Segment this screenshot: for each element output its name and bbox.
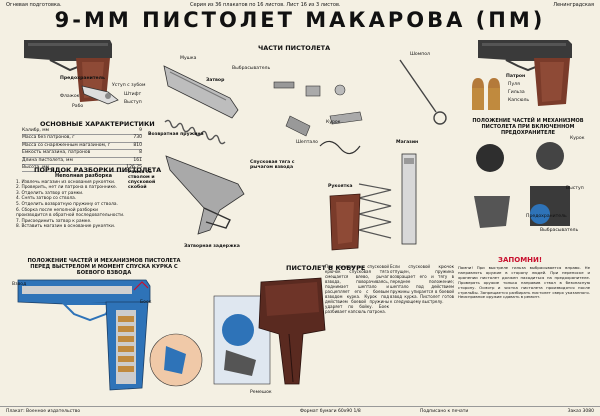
- holster-illustration: [258, 277, 326, 385]
- header-right: Ленинградская: [553, 2, 594, 8]
- footer-left: Плакат: Военное издательство: [6, 409, 81, 414]
- label-pulya: Пуля: [508, 82, 520, 87]
- disassembly-title: Неполная разборка: [54, 173, 113, 179]
- label-vzvod: Взвод: [12, 282, 27, 287]
- label-rabo: Рабо: [72, 104, 84, 109]
- section-action-fired: Положение частей и механизмов пистолета …: [27, 258, 181, 276]
- step: 2. Проверить, нет ли патрона в патронник…: [16, 185, 118, 191]
- step: 3. Отделить затвор от рамки.: [16, 190, 84, 196]
- label-mushka: Мушка: [180, 56, 197, 61]
- frame-part: [165, 155, 245, 235]
- header-left: Огневая подготовка.: [6, 2, 62, 8]
- cleaning-rod: [399, 59, 447, 125]
- label-predokhranitel-right: Предохранитель: [526, 214, 567, 219]
- section-characteristics: Основные характеристики: [40, 120, 155, 128]
- label-boek: Боек: [140, 300, 152, 305]
- text-column-2: Если спусковой крючок отпущен, пружина в…: [390, 264, 454, 304]
- step: 6. Сборка после неполной разборки: [16, 207, 98, 213]
- action-cutaway: [17, 279, 151, 391]
- magazine-spring: [358, 183, 392, 239]
- text-column-1: При наличии на спусковой крючок спускова…: [325, 264, 389, 314]
- label-shompol: Шомпол: [410, 52, 430, 57]
- recoil-spring: [164, 119, 226, 145]
- label-ustup: Уступ с зубом: [112, 83, 146, 88]
- label-kurok-right: Курок: [570, 136, 585, 141]
- label-vozvratnaya: Возвратная пружина: [148, 132, 204, 137]
- label-vystup-right: Выступ: [566, 186, 584, 191]
- attention-text: Помни! При выстреле гильза выбрасывается…: [458, 266, 590, 300]
- label-zaderzhka: Затворная задержка: [184, 244, 240, 249]
- cartridge: [472, 78, 500, 110]
- section-holster: Пистолет в кобуре: [286, 264, 366, 272]
- step: 1. Извлечь магазин из основания рукоятки…: [16, 179, 116, 185]
- footer-mid1: Формат бумаги 60x90 1/8: [300, 409, 361, 414]
- step: 8. Вставить магазин в основание рукоятки…: [16, 224, 116, 230]
- step: производится в обратной последовательнос…: [16, 213, 125, 219]
- top-strip: Огневая подготовка. Серия из 36 плакатов…: [0, 0, 600, 10]
- safety-part: [81, 85, 119, 105]
- label-grip: Рукоятка: [328, 184, 353, 189]
- label-zatvor: Затвор: [206, 78, 225, 83]
- section-hammer-cocked: Положение частей и механизмов пистолета …: [472, 118, 584, 136]
- footer-mid2: Подписано к печати: [420, 409, 469, 414]
- label-gilza: Гильза: [508, 90, 525, 95]
- label-shepalo: Шептало: [296, 140, 318, 145]
- label-patron: Патрон: [506, 74, 526, 79]
- label-magazine: Магазин: [396, 140, 419, 145]
- grip-panel: [329, 193, 361, 251]
- label-vybrasyvatel: Выбрасыватель: [232, 66, 271, 71]
- mechanism-center: [213, 295, 271, 385]
- label-remeshok: Ремешок: [250, 390, 272, 395]
- label-predokhranitel: Предохранитель: [60, 76, 105, 81]
- label-shtift: Штифт: [124, 92, 142, 97]
- section-parts: ЧАСТИ ПИСТОЛЕТА: [258, 44, 331, 52]
- label-spuskovaya-tyaga: Спусковая тяга с рычагом взвода: [250, 160, 295, 170]
- mechanism-right: [474, 142, 570, 228]
- hand-detail: [149, 333, 203, 387]
- footer-right: Заказ 3080: [567, 409, 594, 414]
- poster-title: 9-ММ ПИСТОЛЕТ МАКАРОВА (ПМ): [54, 8, 546, 32]
- magazine-part: [401, 153, 417, 245]
- label-flazhok: Флажок: [60, 94, 80, 99]
- label-vybrasyvatel-right: Выбрасыватель: [540, 228, 579, 233]
- header-center: Серия из 36 плакатов по 16 листов. Лист …: [190, 2, 341, 8]
- label-kurok: Курок: [326, 120, 341, 125]
- label-kapsyul: Капсюль: [508, 98, 530, 103]
- step: 5. Отделить возвратную пружину от ствола…: [16, 201, 118, 207]
- step: 7. Присоединить затвор к рамке.: [16, 218, 92, 224]
- section-disassembly: Порядок разборки пистолета: [34, 166, 162, 174]
- footer-strip: Плакат: Военное издательство Формат бума…: [0, 406, 600, 416]
- label-vystup: Выступ: [124, 100, 142, 105]
- label-ramka: Рамка со стволом и спусковой скобой: [128, 170, 156, 190]
- pistol-right-illustration: [478, 40, 572, 106]
- small-parts: [273, 81, 363, 155]
- slide-part: [163, 65, 239, 119]
- step: 4. Снять затвор со ствола.: [16, 196, 77, 202]
- disassembly-steps: Неполная разборка 1. Извлечь магазин из …: [16, 173, 151, 230]
- attention-title: ЗАПОМНИ!: [498, 256, 543, 264]
